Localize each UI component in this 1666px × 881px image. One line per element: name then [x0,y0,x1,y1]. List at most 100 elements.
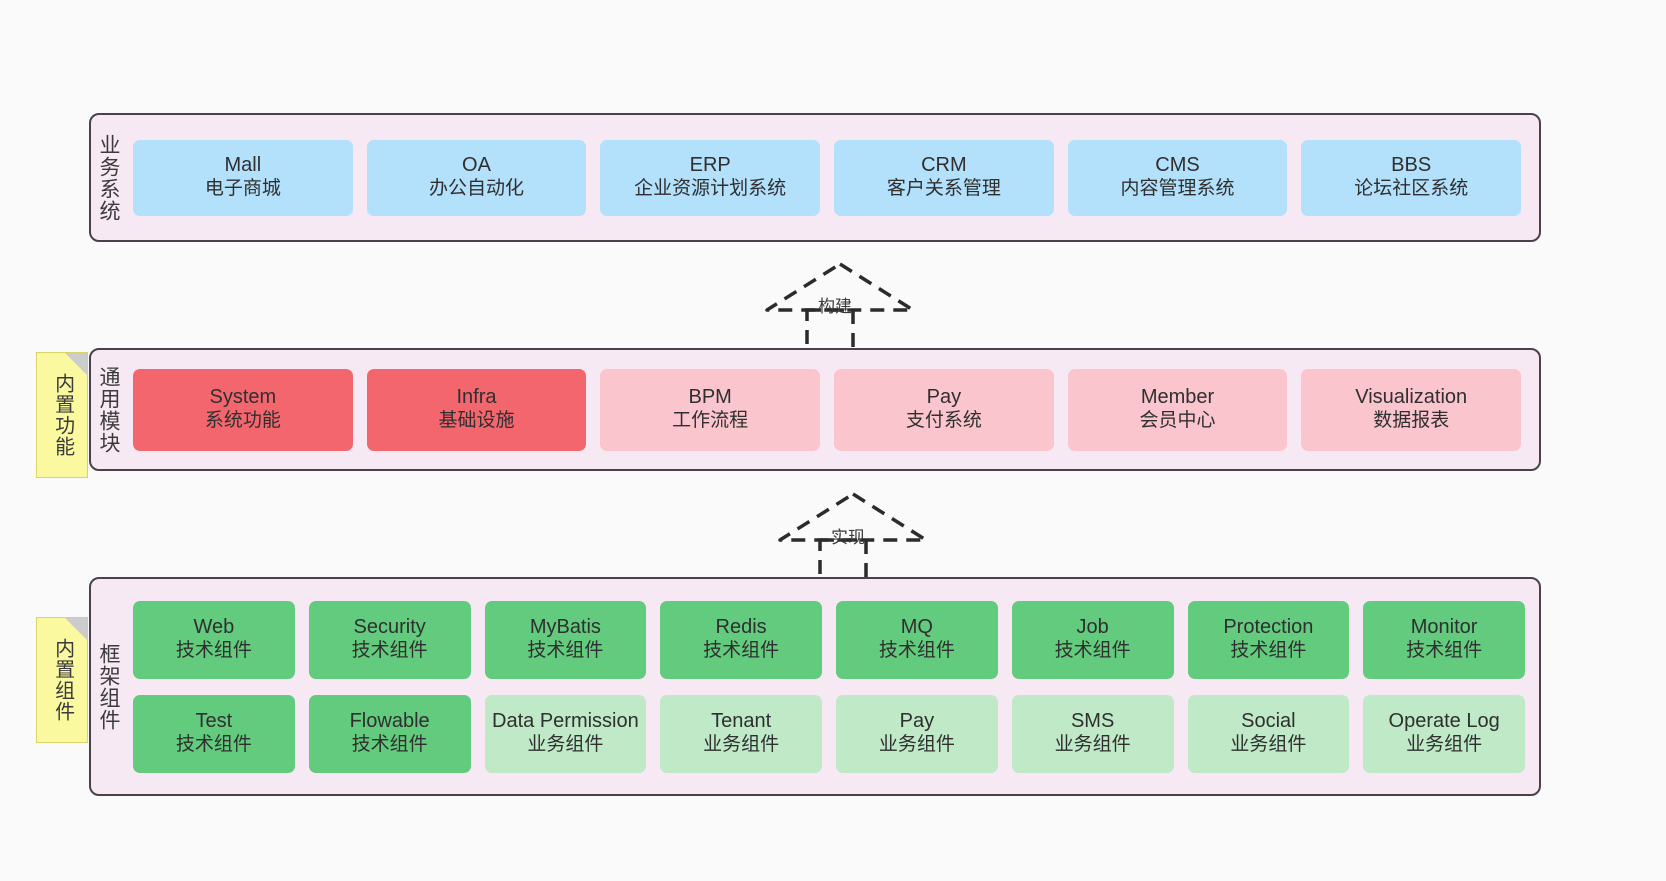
framework-row-tech: Web 技术组件 Security 技术组件 MyBatis 技术组件 Redi… [133,600,1525,679]
note-label: 内置组件 [51,638,74,722]
card-subtitle: 数据报表 [1373,410,1450,432]
card-subtitle: 内容管理系统 [1120,178,1235,200]
card-title: Protection [1223,615,1314,638]
card-subtitle: 技术组件 [1406,640,1483,662]
card-subtitle: 技术组件 [175,734,252,756]
card-protection[interactable]: Protection 技术组件 [1187,600,1350,679]
card-title: Security [353,615,426,638]
layer-title-business: 业务系统 [96,133,120,222]
layer-title-module: 通用模块 [96,365,120,454]
card-title: Social [1241,709,1296,732]
card-subtitle: 支付系统 [905,410,982,432]
card-subtitle: 技术组件 [1054,640,1131,662]
layer-body-framework: Web 技术组件 Security 技术组件 MyBatis 技术组件 Redi… [125,579,1539,794]
sticky-note-builtin-function: 内置功能 [36,352,88,478]
card-subtitle: 技术组件 [878,640,955,662]
card-title: ERP [689,153,731,176]
card-subtitle: 技术组件 [1230,640,1307,662]
connector-build-label: 构建 [818,297,852,316]
card-title: Tenant [711,709,772,732]
layer-framework-component: 框架组件 Web 技术组件 Security 技术组件 MyBatis 技术组件… [89,577,1541,796]
card-system[interactable]: System 系统功能 [133,368,353,451]
card-title: System [209,385,277,408]
card-title: Job [1076,615,1109,638]
layer-business-system: 业务系统 Mall 电子商城 OA 办公自动化 ERP 企业资源计划系统 CRM… [89,113,1541,242]
card-operate-log[interactable]: Operate Log 业务组件 [1363,694,1525,773]
card-security[interactable]: Security 技术组件 [308,600,471,679]
card-subtitle: 电子商城 [204,178,281,200]
note-fold-corner [65,618,87,640]
card-title: Operate Log [1388,709,1500,732]
card-flowable[interactable]: Flowable 技术组件 [308,694,471,773]
framework-row-business: Test 技术组件 Flowable 技术组件 Data Permission … [133,694,1525,773]
card-oa[interactable]: OA 办公自动化 [366,139,587,216]
card-data-permission[interactable]: Data Permission 业务组件 [484,694,647,773]
card-bbs[interactable]: BBS 论坛社区系统 [1301,139,1522,216]
card-title: Member [1140,385,1215,408]
card-redis[interactable]: Redis 技术组件 [660,600,822,679]
card-title: Data Permission [492,709,639,732]
card-pay[interactable]: Pay 支付系统 [834,368,1054,451]
card-web[interactable]: Web 技术组件 [133,600,295,679]
card-subtitle: 技术组件 [351,640,428,662]
card-subtitle: 会员中心 [1139,410,1216,432]
card-tenant[interactable]: Tenant 业务组件 [660,694,822,773]
card-mybatis[interactable]: MyBatis 技术组件 [484,600,647,679]
card-subtitle: 技术组件 [175,640,252,662]
card-crm[interactable]: CRM 客户关系管理 [834,139,1054,216]
layer-common-module: 通用模块 System 系统功能 Infra 基础设施 BPM 工作流程 Pay… [89,348,1541,471]
card-infra[interactable]: Infra 基础设施 [366,368,587,451]
card-monitor[interactable]: Monitor 技术组件 [1363,600,1525,679]
card-pay-business[interactable]: Pay 业务组件 [836,694,998,773]
card-test[interactable]: Test 技术组件 [133,694,295,773]
layer-title-framework: 框架组件 [96,642,120,731]
card-bpm[interactable]: BPM 工作流程 [600,368,821,451]
card-mall[interactable]: Mall 电子商城 [133,139,353,216]
card-social[interactable]: Social 业务组件 [1187,694,1350,773]
card-subtitle: 业务组件 [1054,734,1131,756]
card-visualization[interactable]: Visualization 数据报表 [1301,368,1522,451]
card-cms[interactable]: CMS 内容管理系统 [1067,139,1288,216]
card-title: Redis [715,615,767,638]
card-subtitle: 业务组件 [1406,734,1483,756]
connector-realize-label: 实现 [831,528,865,547]
card-subtitle: 技术组件 [527,640,604,662]
card-erp[interactable]: ERP 企业资源计划系统 [600,139,821,216]
card-title: Web [193,615,235,638]
card-subtitle: 企业资源计划系统 [634,178,787,200]
card-subtitle: 业务组件 [878,734,955,756]
card-title: MyBatis [529,615,601,638]
card-subtitle: 办公自动化 [429,178,525,200]
card-title: Infra [456,385,497,408]
note-label: 内置功能 [51,373,74,457]
card-title: Flowable [349,709,430,732]
card-subtitle: 业务组件 [703,734,780,756]
card-subtitle: 系统功能 [204,410,281,432]
card-title: BPM [688,385,732,408]
card-sms[interactable]: SMS 业务组件 [1011,694,1174,773]
card-subtitle: 技术组件 [703,640,780,662]
card-subtitle: 技术组件 [351,734,428,756]
layer-body-business: Mall 电子商城 OA 办公自动化 ERP 企业资源计划系统 CRM 客户关系… [125,115,1539,240]
card-subtitle: 工作流程 [672,410,749,432]
card-title: SMS [1070,709,1115,732]
card-title: Mall [224,153,262,176]
card-title: BBS [1391,153,1432,176]
card-title: Pay [899,709,935,732]
card-subtitle: 论坛社区系统 [1354,178,1469,200]
card-subtitle: 业务组件 [527,734,604,756]
sticky-note-builtin-component: 内置组件 [36,617,88,743]
card-title: Test [195,709,233,732]
layer-body-module: System 系统功能 Infra 基础设施 BPM 工作流程 Pay 支付系统… [125,350,1539,469]
card-mq[interactable]: MQ 技术组件 [836,600,998,679]
card-title: OA [462,153,491,176]
card-title: CMS [1155,153,1200,176]
card-title: CRM [921,153,967,176]
card-job[interactable]: Job 技术组件 [1011,600,1174,679]
card-member[interactable]: Member 会员中心 [1067,368,1288,451]
card-title: Monitor [1410,615,1478,638]
card-title: MQ [900,615,933,638]
card-subtitle: 基础设施 [438,410,515,432]
note-fold-corner [65,353,87,375]
